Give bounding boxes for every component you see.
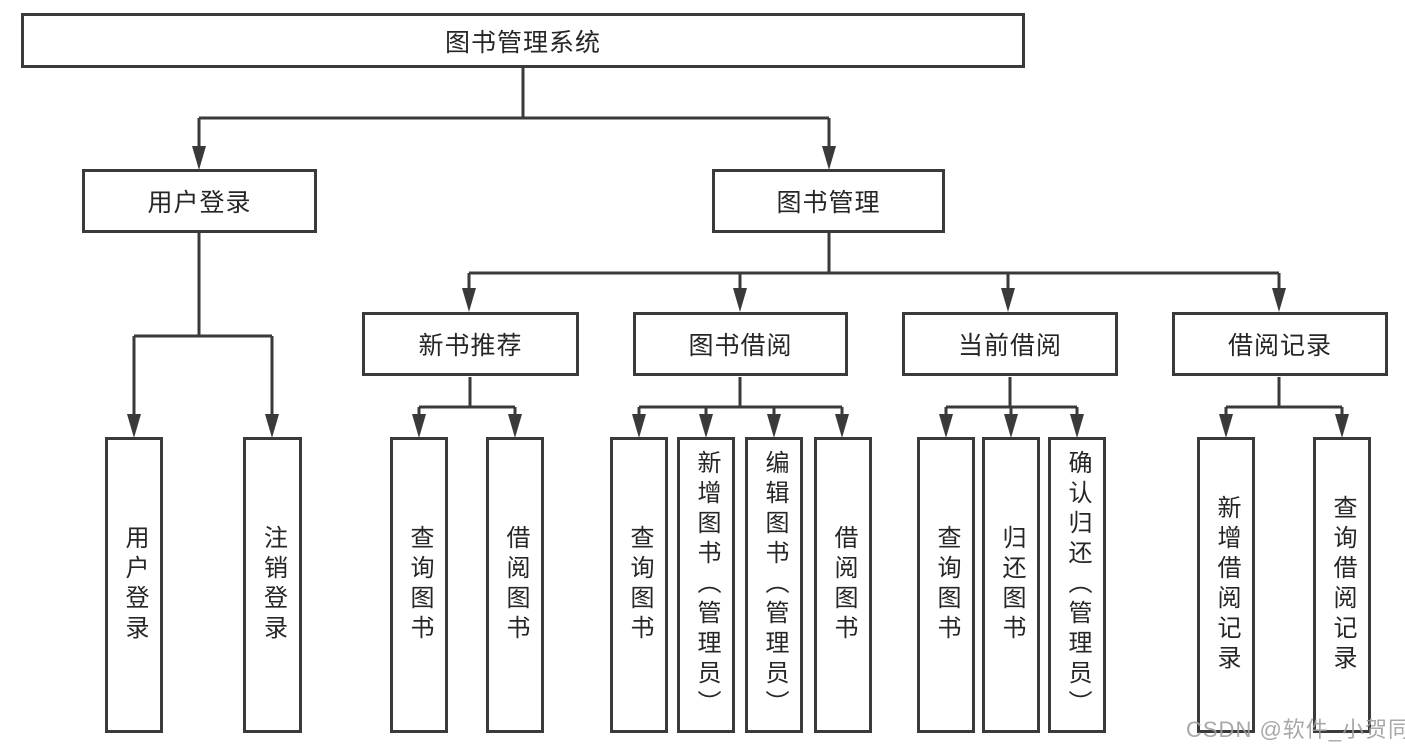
node-current-borrowing: 当前借阅	[902, 312, 1118, 376]
connector-new-book-group	[417, 377, 517, 418]
node-new-book-recommend: 新书推荐	[362, 312, 579, 376]
connector-book-borrow-group	[637, 377, 844, 418]
arrow-down-icon	[835, 414, 849, 438]
connector-book-management-to-level3	[467, 233, 1281, 292]
arrow-down-icon	[1004, 414, 1018, 438]
arrow-down-icon	[192, 146, 206, 170]
arrow-down-icon	[265, 414, 279, 438]
node-label: 查询借阅记录	[1329, 495, 1356, 675]
arrow-down-icon	[1335, 414, 1349, 438]
node-label: 借阅记录	[1227, 332, 1332, 360]
leaf-add-borrow-record: 新增借阅记录	[1197, 437, 1255, 733]
connector-root-to-level2	[197, 68, 831, 150]
node-label: 确认归还（管理员）	[1064, 450, 1091, 720]
node-borrowing-records: 借阅记录	[1172, 312, 1388, 376]
arrow-down-icon	[699, 414, 713, 438]
node-label: 查询图书	[933, 525, 960, 645]
arrow-down-icon	[733, 288, 747, 312]
connector-current-borrow-group	[944, 377, 1079, 418]
node-label: 新增借阅记录	[1213, 495, 1240, 675]
arrow-down-icon	[632, 414, 646, 438]
node-book-management-module: 图书管理	[712, 169, 945, 233]
leaf-user-login: 用户登录	[105, 437, 163, 733]
arrow-down-icon	[939, 414, 953, 438]
node-book-borrowing: 图书借阅	[633, 312, 848, 376]
node-label: 当前借阅	[957, 332, 1062, 360]
arrow-down-icon	[1070, 414, 1084, 438]
leaf-logout: 注销登录	[243, 437, 302, 733]
arrow-down-icon	[508, 414, 522, 438]
arrow-down-icon	[1001, 288, 1015, 312]
leaf-add-books-admin: 新增图书（管理员）	[677, 437, 735, 733]
arrow-down-icon	[462, 288, 476, 312]
arrow-down-icon	[1219, 414, 1233, 438]
node-label: 图书借阅	[688, 332, 793, 360]
leaf-return-books: 归还图书	[982, 437, 1040, 733]
connector-borrow-record-group	[1224, 377, 1344, 418]
node-label: 查询图书	[406, 525, 433, 645]
node-label: 新增图书（管理员）	[693, 450, 720, 720]
leaf-confirm-return-admin: 确认归还（管理员）	[1048, 437, 1106, 733]
node-label: 借阅图书	[830, 525, 857, 645]
leaf-edit-books-admin: 编辑图书（管理员）	[745, 437, 803, 733]
node-label: 图书管理	[776, 189, 881, 217]
node-label: 新书推荐	[418, 332, 523, 360]
node-root-system: 图书管理系统	[21, 13, 1025, 68]
leaf-query-books-2: 查询图书	[610, 437, 668, 733]
watermark: CSDN @软件_小贺同学	[1186, 717, 1405, 742]
leaf-query-books-3: 查询图书	[917, 437, 975, 733]
leaf-query-books-1: 查询图书	[390, 437, 448, 733]
node-label: 用户登录	[147, 189, 252, 217]
node-label: 借阅图书	[502, 525, 529, 645]
node-label: 归还图书	[998, 525, 1025, 645]
arrow-down-icon	[412, 414, 426, 438]
node-label: 图书管理系统	[444, 28, 601, 57]
node-label: 注销登录	[259, 525, 287, 645]
leaf-borrow-books-2: 借阅图书	[814, 437, 872, 733]
arrow-down-icon	[767, 414, 781, 438]
node-label: 查询图书	[626, 525, 653, 645]
leaf-query-borrow-record: 查询借阅记录	[1313, 437, 1371, 733]
node-user-login-module: 用户登录	[82, 169, 317, 233]
node-label: 编辑图书（管理员）	[761, 450, 788, 720]
connector-user-login-group	[132, 233, 274, 418]
arrow-down-icon	[822, 146, 836, 170]
arrow-down-icon	[127, 414, 141, 438]
arrow-down-icon	[1272, 288, 1286, 312]
node-label: 用户登录	[121, 525, 148, 645]
leaf-borrow-books-1: 借阅图书	[486, 437, 544, 733]
